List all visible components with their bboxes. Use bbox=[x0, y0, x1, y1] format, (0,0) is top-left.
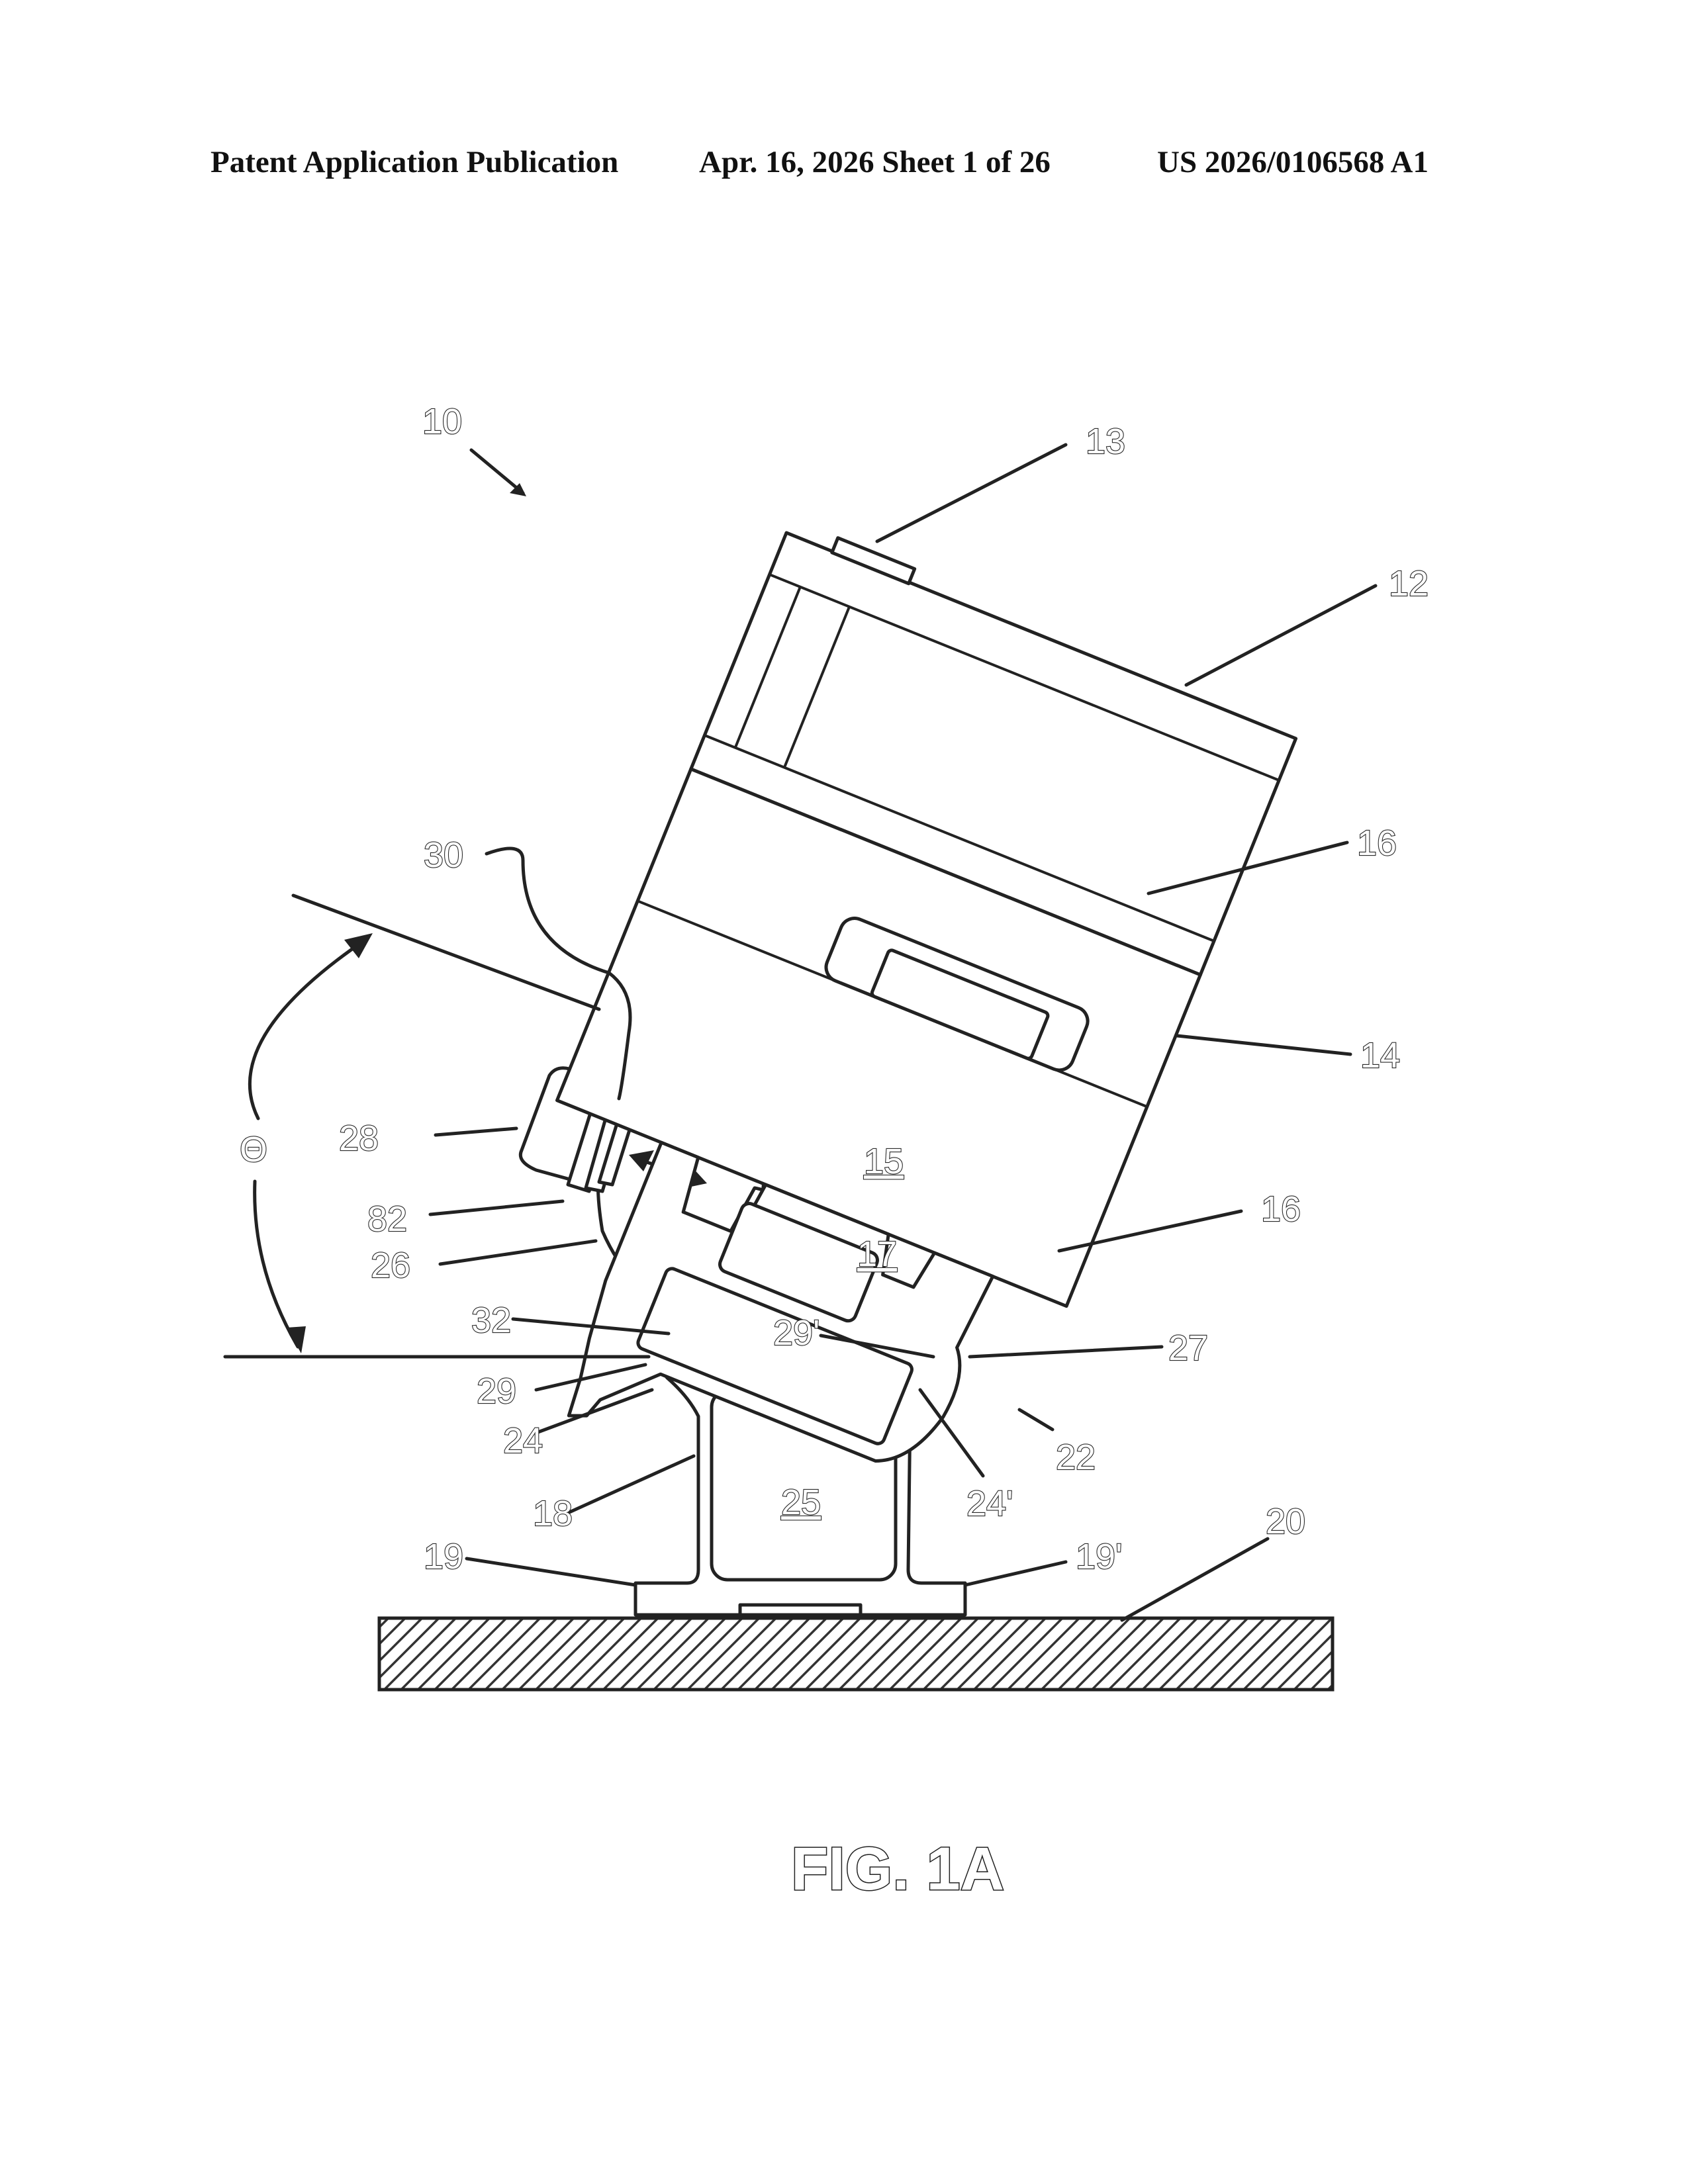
label-14: 14 bbox=[1360, 1036, 1400, 1075]
label-13: 13 bbox=[1086, 422, 1125, 461]
device-housing bbox=[449, 520, 1301, 1573]
label-29: 29 bbox=[477, 1371, 516, 1411]
label-25: 25 bbox=[781, 1482, 821, 1522]
label-29-prime: 29' bbox=[773, 1313, 820, 1353]
label-17: 17 bbox=[857, 1234, 897, 1274]
label-30: 30 bbox=[424, 835, 463, 875]
label-theta: Θ bbox=[240, 1130, 267, 1169]
reference-line-upper bbox=[293, 895, 599, 1009]
label-19-prime: 19' bbox=[1076, 1537, 1122, 1576]
base-surface-20 bbox=[379, 1618, 1333, 1690]
label-16-right: 16 bbox=[1261, 1189, 1301, 1229]
label-22: 22 bbox=[1056, 1437, 1096, 1477]
label-15: 15 bbox=[864, 1142, 904, 1181]
label-24: 24 bbox=[503, 1421, 543, 1461]
label-10: 10 bbox=[422, 402, 462, 441]
label-82: 82 bbox=[367, 1199, 407, 1239]
label-27: 27 bbox=[1168, 1328, 1208, 1368]
label-32: 32 bbox=[471, 1300, 511, 1340]
label-18: 18 bbox=[533, 1494, 573, 1533]
label-16-top: 16 bbox=[1357, 823, 1397, 863]
label-26: 26 bbox=[371, 1246, 410, 1285]
label-12: 12 bbox=[1389, 564, 1429, 604]
angle-arc-theta bbox=[250, 938, 367, 1118]
figure-caption: FIG. 1A bbox=[791, 1835, 1004, 1903]
label-28: 28 bbox=[339, 1118, 379, 1158]
label-19: 19 bbox=[424, 1537, 463, 1576]
arrowhead-top bbox=[344, 933, 373, 958]
label-24-prime: 24' bbox=[966, 1484, 1013, 1524]
label-20: 20 bbox=[1266, 1502, 1305, 1541]
arrowhead-bottom bbox=[287, 1326, 306, 1353]
